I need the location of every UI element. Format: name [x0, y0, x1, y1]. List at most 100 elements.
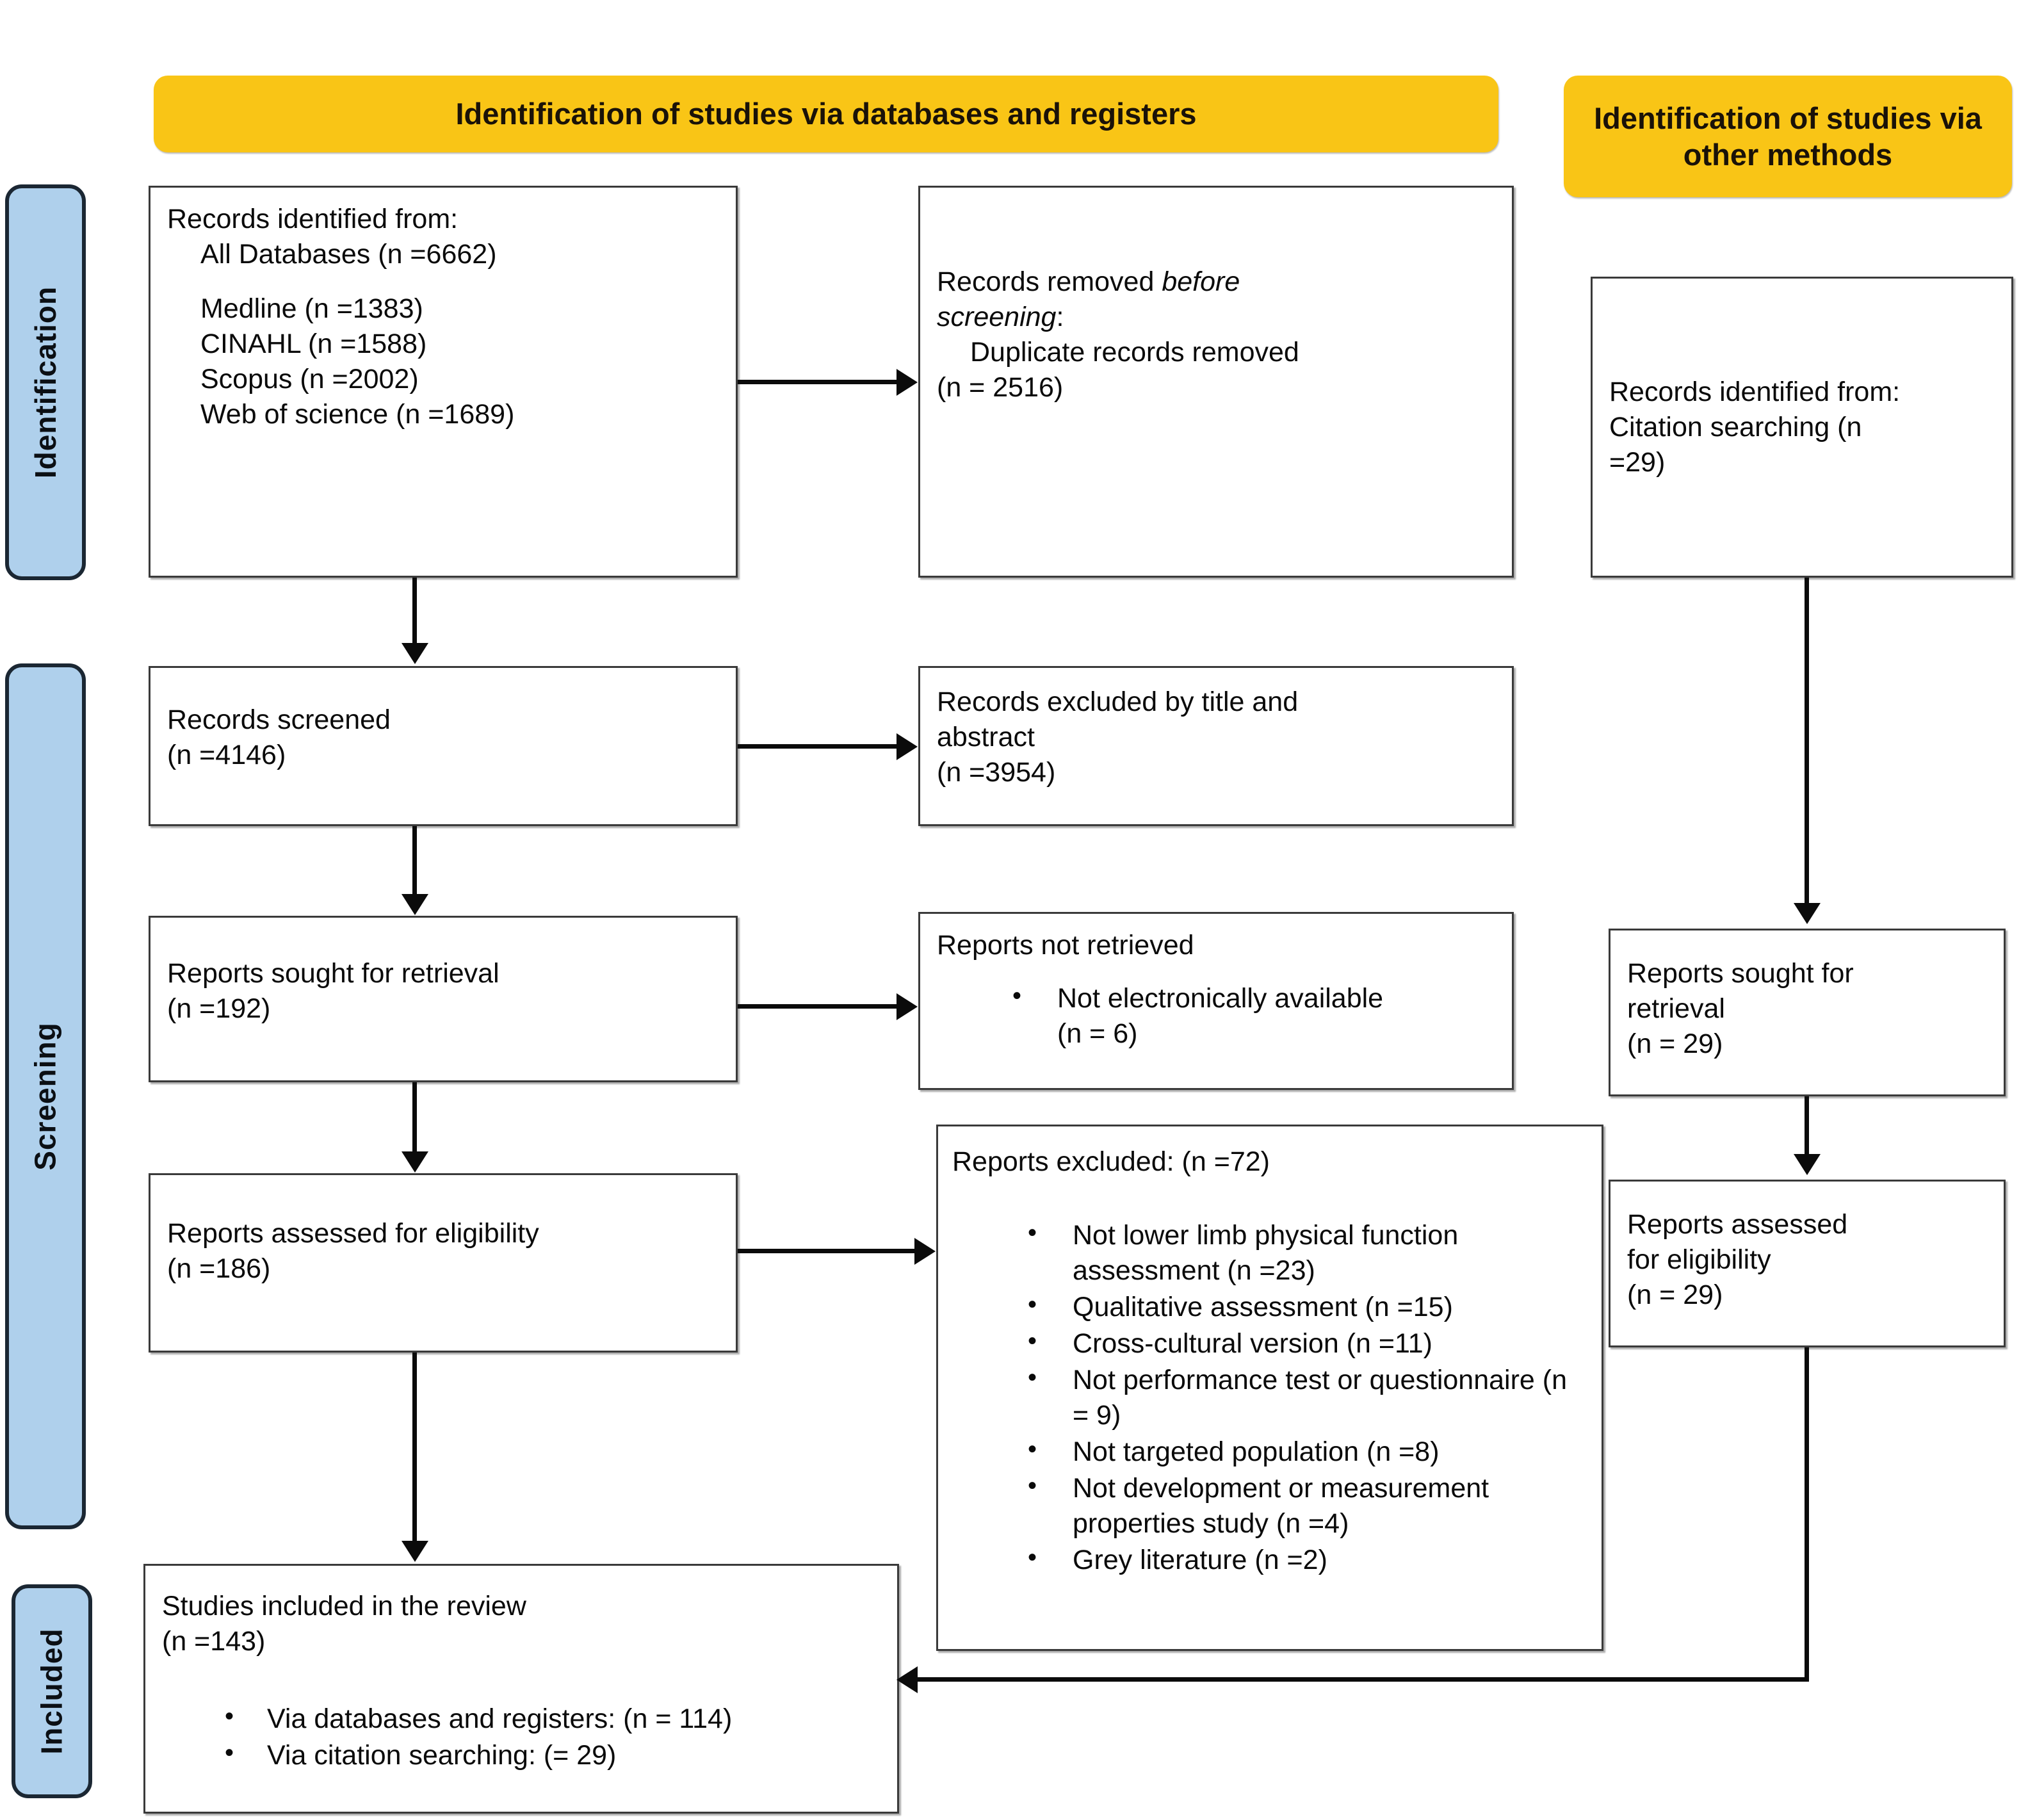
- phase-label-screening: Screening: [29, 1022, 63, 1171]
- arrowhead-assessed-to-included: [402, 1541, 428, 1562]
- box-reports-not-retrieved: Reports not retrieved Not electronically…: [918, 912, 1514, 1090]
- connector-sought-to-not-retrieved: [738, 1004, 898, 1009]
- list-item: Grey literature (n =2): [1028, 1541, 1585, 1578]
- records-removed-detail: Duplicate records removed: [970, 337, 1299, 368]
- other-records-identified-line1: Records identified from:: [1609, 377, 1901, 407]
- phase-label-identification: Identification: [29, 286, 63, 479]
- connector-sought-to-assessed: [412, 1082, 417, 1153]
- box-other-records-identified: Records identified from: Citation search…: [1591, 277, 2013, 578]
- records-removed-italic-before: before: [1162, 266, 1240, 297]
- other-reports-assessed-line2: for eligibility: [1627, 1244, 1771, 1276]
- phase-label-included: Included: [35, 1628, 69, 1755]
- list-item: Not performance test or questionnaire (n…: [1028, 1361, 1585, 1433]
- records-identified-source-cinahl: CINAHL (n =1588): [200, 329, 427, 360]
- arrowhead-screened-to-sought: [402, 894, 428, 915]
- connector-screened-to-excluded: [738, 744, 898, 749]
- other-reports-assessed-line1: Reports assessed: [1627, 1209, 1848, 1240]
- reports-sought-n: (n =192): [167, 993, 271, 1025]
- records-excluded-n: (n =3954): [937, 757, 1056, 788]
- other-reports-sought-line2: retrieval: [1627, 993, 1725, 1025]
- records-screened-label: Records screened: [167, 704, 391, 735]
- arrowhead-sought-to-assessed: [402, 1151, 428, 1173]
- list-item: Not electronically available (n = 6): [1012, 980, 1495, 1052]
- records-removed-line1: Records removed before: [937, 264, 1495, 300]
- studies-included-label: Studies included in the review: [162, 1591, 526, 1621]
- connector-other-assessed-to-included: [917, 1677, 1809, 1682]
- arrowhead-other-identified-to-sought: [1794, 903, 1821, 924]
- records-excluded-label-line1: Records excluded by title and: [937, 687, 1299, 717]
- other-records-identified-line2: Citation searching (n: [1609, 412, 1862, 443]
- other-records-identified-line3: =29): [1609, 447, 1666, 478]
- connector-identified-to-removed: [738, 380, 898, 384]
- studies-included-bullets: Via databases and registers: (n = 114) V…: [162, 1700, 880, 1773]
- reports-excluded-bullet-4: Not performance test or questionnaire (n…: [1073, 1365, 1568, 1431]
- reports-sought-label: Reports sought for retrieval: [167, 958, 499, 989]
- reports-excluded-bullet-6: Not development or measurement propertie…: [1073, 1473, 1489, 1540]
- arrowhead-identified-to-removed: [896, 369, 918, 396]
- records-screened-n: (n =4146): [167, 740, 286, 771]
- other-reports-sought-n: (n = 29): [1627, 1028, 1723, 1060]
- studies-included-bullet-databases: Via databases and registers: (n = 114): [267, 1703, 733, 1735]
- arrowhead-sought-to-not-retrieved: [896, 993, 918, 1020]
- reports-excluded-bullet-5: Not targeted population (n =8): [1073, 1436, 1440, 1468]
- arrowhead-identified-to-screened: [402, 643, 428, 664]
- banner-databases-and-registers: Identification of studies via databases …: [154, 76, 1498, 152]
- reports-assessed-label: Reports assessed for eligibility: [167, 1218, 539, 1249]
- reports-excluded-bullet-3: Cross-cultural version (n =11): [1073, 1328, 1432, 1360]
- box-studies-included: Studies included in the review (n =143) …: [143, 1564, 899, 1814]
- records-removed-line2: screening:: [937, 300, 1495, 335]
- arrowhead-other-sought-to-assessed: [1794, 1154, 1821, 1175]
- connector-other-identified-to-sought: [1805, 578, 1809, 904]
- connector-other-assessed-down: [1805, 1347, 1809, 1682]
- other-reports-sought-line1: Reports sought for: [1627, 958, 1854, 989]
- list-item: Cross-cultural version (n =11): [1028, 1325, 1585, 1361]
- records-removed-prefix: Records removed: [937, 266, 1162, 297]
- box-other-reports-assessed: Reports assessed for eligibility (n = 29…: [1609, 1180, 2006, 1347]
- banner-other-methods: Identification of studies via other meth…: [1564, 76, 2012, 197]
- records-removed-colon: :: [1056, 302, 1064, 333]
- box-other-reports-sought: Reports sought for retrieval (n = 29): [1609, 929, 2006, 1096]
- reports-excluded-bullets: Not lower limb physical function assessm…: [952, 1217, 1585, 1578]
- connector-other-sought-to-assessed: [1805, 1096, 1809, 1155]
- reports-assessed-n: (n =186): [167, 1253, 271, 1285]
- box-reports-sought-for-retrieval: Reports sought for retrieval (n =192): [149, 916, 738, 1082]
- connector-assessed-to-excluded: [738, 1249, 916, 1253]
- records-identified-heading: Records identified from:: [167, 204, 458, 234]
- other-reports-assessed-n: (n = 29): [1627, 1280, 1723, 1311]
- records-identified-all-databases: All Databases (n =6662): [200, 239, 497, 270]
- connector-assessed-to-included: [412, 1353, 417, 1542]
- box-records-removed-before-screening: Records removed before screening: Duplic…: [918, 186, 1514, 578]
- list-item: Via databases and registers: (n = 114): [225, 1700, 880, 1737]
- arrowhead-assessed-to-excluded: [914, 1238, 936, 1265]
- box-reports-excluded: Reports excluded: (n =72) Not lower limb…: [936, 1125, 1603, 1651]
- list-item: Not development or measurement propertie…: [1028, 1470, 1585, 1541]
- records-removed-italic-screening: screening: [937, 302, 1057, 333]
- records-identified-spacer: [167, 272, 719, 291]
- reports-not-retrieved-bullets: Not electronically available (n = 6): [937, 980, 1495, 1052]
- reports-not-retrieved-bullet-1: Not electronically available: [1057, 983, 1384, 1014]
- connector-screened-to-sought: [412, 826, 417, 895]
- list-item: Qualitative assessment (n =15): [1028, 1288, 1585, 1325]
- phase-bar-included: Included: [12, 1584, 92, 1798]
- records-identified-source-medline: Medline (n =1383): [200, 293, 423, 325]
- studies-included-n: (n =143): [162, 1626, 266, 1657]
- box-records-excluded: Records excluded by title and abstract (…: [918, 666, 1514, 826]
- banner-databases-label: Identification of studies via databases …: [455, 97, 1197, 131]
- studies-included-bullet-citation: Via citation searching: (= 29): [267, 1740, 617, 1771]
- records-removed-detail-n: (n = 2516): [937, 372, 1064, 403]
- reports-not-retrieved-bullet-1-n: (n = 6): [1057, 1018, 1138, 1050]
- phase-bar-screening: Screening: [5, 663, 86, 1529]
- list-item: Not targeted population (n =8): [1028, 1433, 1585, 1470]
- records-identified-source-scopus: Scopus (n =2002): [200, 364, 419, 395]
- reports-excluded-bullet-7: Grey literature (n =2): [1073, 1545, 1327, 1576]
- reports-excluded-bullet-1: Not lower limb physical function assessm…: [1073, 1220, 1459, 1287]
- records-identified-source-wos: Web of science (n =1689): [200, 399, 515, 430]
- list-item: Not lower limb physical function assessm…: [1028, 1217, 1585, 1288]
- banner-other-methods-label: Identification of studies via other meth…: [1594, 101, 1982, 172]
- box-records-identified: Records identified from: All Databases (…: [149, 186, 738, 578]
- box-reports-assessed-for-eligibility: Reports assessed for eligibility (n =186…: [149, 1173, 738, 1353]
- records-excluded-label-line2: abstract: [937, 722, 1035, 753]
- reports-not-retrieved-label: Reports not retrieved: [937, 930, 1194, 961]
- list-item: Via citation searching: (= 29): [225, 1737, 880, 1773]
